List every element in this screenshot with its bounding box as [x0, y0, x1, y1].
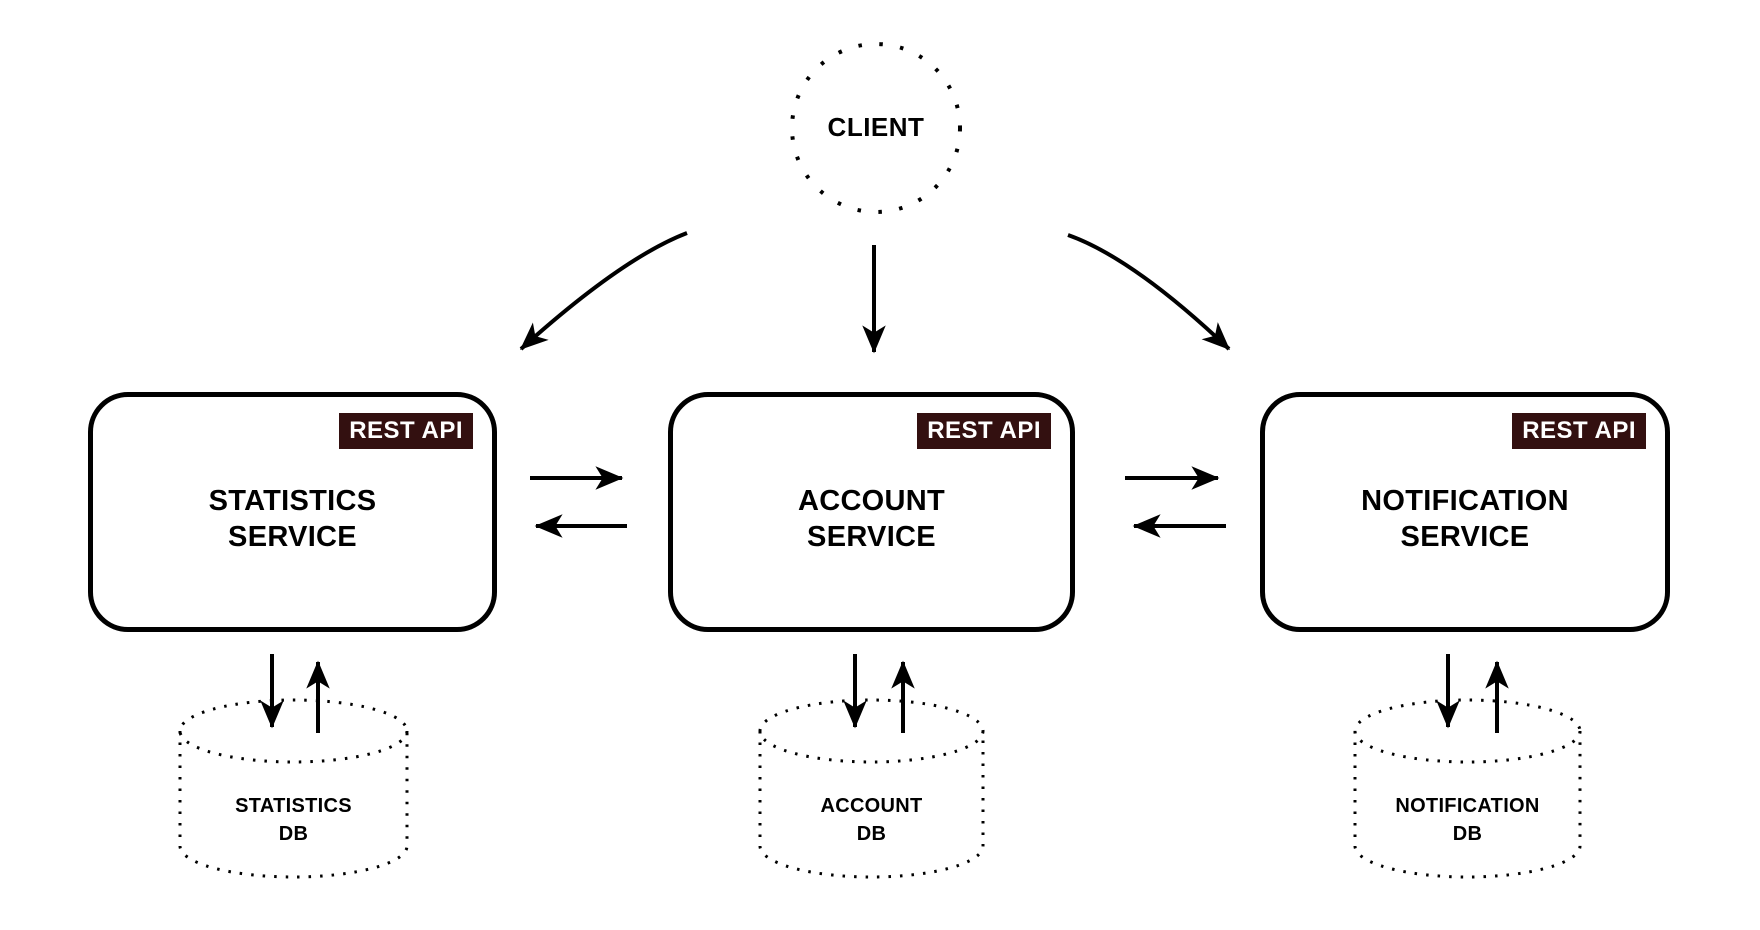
db-label-line1: STATISTICS — [235, 795, 352, 817]
rest-api-badge: REST API — [339, 413, 473, 450]
service-title-line1: NOTIFICATION — [1361, 485, 1569, 517]
account-service-title: ACCOUNT SERVICE — [798, 483, 945, 555]
statistics-db-label: STATISTICS DB — [180, 792, 407, 848]
client-node-label: CLIENT — [827, 112, 925, 142]
db-label-line2: DB — [1452, 823, 1483, 845]
notification-db-cylinder — [1353, 698, 1582, 879]
db-label-line2: DB — [278, 823, 309, 845]
notification-service-box: REST API NOTIFICATION SERVICE — [1260, 392, 1670, 632]
client-to-notification-arrow — [1067, 233, 1231, 351]
service-title-line2: SERVICE — [807, 521, 936, 553]
client-circle-outline — [790, 42, 962, 214]
service-title-line1: ACCOUNT — [797, 485, 946, 517]
service-title-line1: STATISTICS — [208, 485, 377, 517]
db-label-line1: ACCOUNT — [820, 795, 923, 817]
notification-service-title: NOTIFICATION SERVICE — [1361, 483, 1569, 555]
account-service-box: REST API ACCOUNT SERVICE — [668, 392, 1075, 632]
account-db-cylinder — [758, 698, 985, 879]
db-label-line1: NOTIFICATION — [1395, 795, 1540, 817]
account-db-label: ACCOUNT DB — [760, 792, 983, 848]
service-title-line2: SERVICE — [228, 521, 357, 553]
notification-db-label: NOTIFICATION DB — [1355, 792, 1580, 848]
rest-api-badge: REST API — [917, 413, 1051, 450]
client-to-statistics-arrow — [519, 231, 688, 351]
rest-api-badge: REST API — [1512, 413, 1646, 450]
service-title-line2: SERVICE — [1400, 521, 1530, 553]
statistics-service-title: STATISTICS SERVICE — [209, 483, 377, 555]
statistics-service-box: REST API STATISTICS SERVICE — [88, 392, 497, 632]
statistics-db-cylinder — [178, 698, 409, 879]
db-label-line2: DB — [856, 823, 887, 845]
